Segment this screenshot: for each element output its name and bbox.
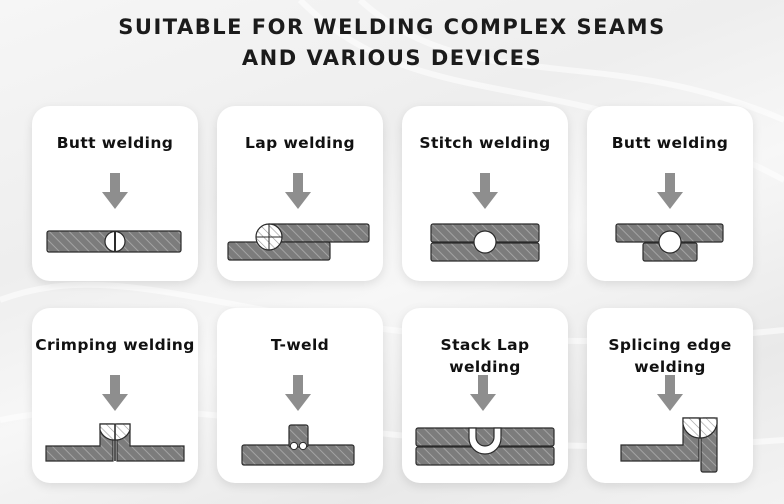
card-stack-lap-welding: Stack Lap welding [402,308,568,483]
splicing-edge-weld-icon [620,375,718,473]
card-t-weld: T-weld [217,308,383,483]
card-label: Crimping welding [35,336,195,354]
card-label: Butt welding [56,134,174,152]
card-butt-welding: Butt welding [32,106,198,281]
card-label: Butt welding [611,134,729,152]
card-label: Stitch welding [419,134,551,152]
card-stitch-welding: Stitch welding [402,106,568,281]
card-splicing-edge-welding: Splicing edge welding [587,308,753,483]
card-butt-welding-offset: Butt welding [587,106,753,281]
card-label: T-weld [270,336,330,354]
card-lap-welding: Lap welding [217,106,383,281]
card-label: Splicing edge welding [608,336,732,376]
title-line-1: SUITABLE FOR WELDING COMPLEX SEAMS [118,15,666,39]
crimping-weld-icon [45,375,185,462]
lap-weld-icon [227,173,370,261]
butt-weld-icon [46,173,182,253]
stack-lap-weld-icon [415,375,555,466]
page-title: SUITABLE FOR WELDING COMPLEX SEAMS AND V… [0,12,784,74]
stitch-weld-icon [430,173,540,262]
title-line-2: AND VARIOUS DEVICES [241,46,543,70]
card-label: Lap welding [245,134,355,152]
butt-weld-offset-icon [615,173,724,262]
card-crimping-welding: Crimping welding [32,308,198,483]
card-label: Stack Lap welding [440,336,530,376]
t-weld-icon [241,375,355,466]
